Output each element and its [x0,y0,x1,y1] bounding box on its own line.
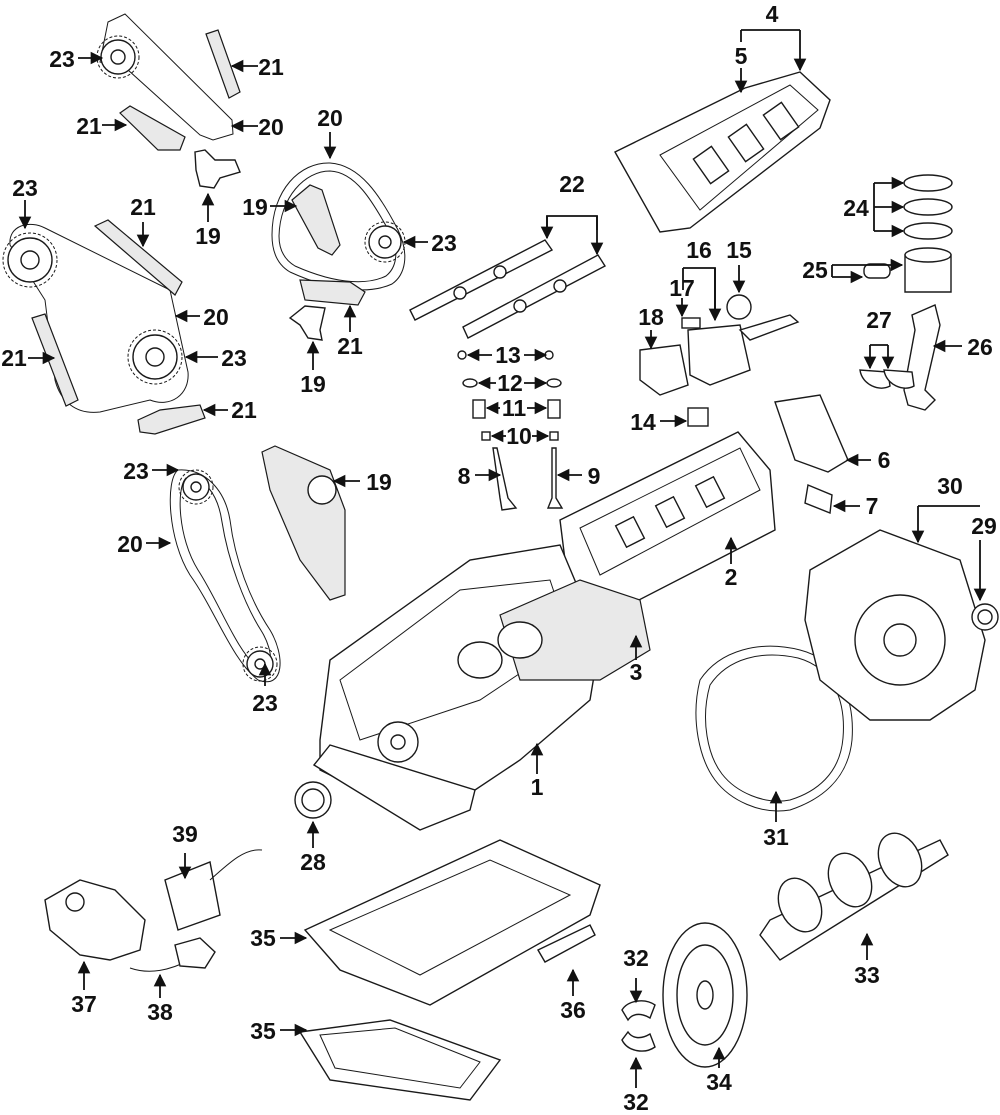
callout-25: 25 [802,257,828,283]
crankshaft [759,832,949,961]
callout-21b: 21 [76,113,102,139]
engine-block [312,544,651,831]
timing-set-upper-left [96,13,241,189]
callout-3: 3 [630,659,643,685]
oil-pickup [129,937,216,972]
callout-29: 29 [971,513,997,539]
callout-12: 12 [497,370,523,396]
front-seal [294,781,332,819]
oil-pan-upper [303,839,601,1006]
callout-21d: 21 [1,345,27,371]
callout-20d: 20 [117,531,143,557]
callout-35a: 35 [250,925,276,951]
callout-35b: 35 [250,1018,276,1044]
piston-assembly [859,174,953,411]
callout-1: 1 [531,774,544,800]
callout-5: 5 [735,43,748,69]
callout-20c: 20 [203,304,229,330]
callout-23e: 23 [123,458,149,484]
valve-cover [614,71,831,233]
oil-cooler [164,849,263,931]
callout-2: 2 [725,564,738,590]
callout-14: 14 [630,409,656,435]
callout-36: 36 [560,997,586,1023]
callout-21a: 21 [258,54,284,80]
cover-gasket [695,645,853,812]
callout-16: 16 [686,237,712,263]
callout-18: 18 [638,304,664,330]
callout-23f: 23 [252,690,278,716]
callout-32b: 32 [623,1089,649,1115]
callout-9: 9 [588,463,601,489]
callout-37: 37 [71,991,97,1017]
timing-set-lower-left [169,445,346,683]
callout-20b: 20 [317,105,343,131]
callout-34: 34 [706,1069,732,1095]
callout-7: 7 [866,493,879,519]
callout-13: 13 [495,342,521,368]
callout-19c: 19 [300,371,326,397]
callout-19d: 19 [366,469,392,495]
callout-6: 6 [878,447,891,473]
callout-4: 4 [766,1,779,27]
callout-20a: 20 [258,114,284,140]
callout-23b: 23 [12,175,38,201]
rear-cover [804,529,999,721]
callout-33: 33 [854,962,880,988]
callout-19a: 19 [195,223,221,249]
callout-30: 30 [937,473,963,499]
callout-23a: 23 [49,46,75,72]
callout-23d: 23 [221,345,247,371]
leader-lines [18,29,987,1088]
callout-15: 15 [726,237,752,263]
bracket-and-pin [774,394,849,514]
camshafts [409,239,606,339]
callout-10: 10 [506,423,532,449]
callout-39: 39 [172,821,198,847]
timing-set-middle [271,162,406,341]
callout-21c: 21 [130,194,156,220]
callout-31: 31 [763,824,789,850]
valve-parts [457,350,564,511]
callout-8: 8 [458,463,471,489]
callout-24: 24 [843,195,869,221]
callout-21f: 21 [231,397,257,423]
callout-11: 11 [502,395,527,421]
callout-19b: 19 [242,194,268,220]
callout-32a: 32 [623,945,649,971]
sealant-tube [537,924,596,963]
crankshaft-pulley [662,922,748,1068]
callout-22: 22 [559,171,585,197]
callout-17: 17 [669,275,695,301]
callout-26: 26 [967,334,993,360]
oil-pump [44,879,146,961]
main-bearings [621,1000,656,1052]
oil-pan-lower [298,1019,502,1101]
callout-28: 28 [300,849,326,875]
cylinder-head [559,431,776,621]
cam-actuator [639,294,800,427]
callout-27: 27 [866,307,892,333]
callout-38: 38 [147,999,173,1025]
timing-set-left [2,219,206,435]
callout-21e: 21 [337,333,363,359]
callout-23c: 23 [431,230,457,256]
